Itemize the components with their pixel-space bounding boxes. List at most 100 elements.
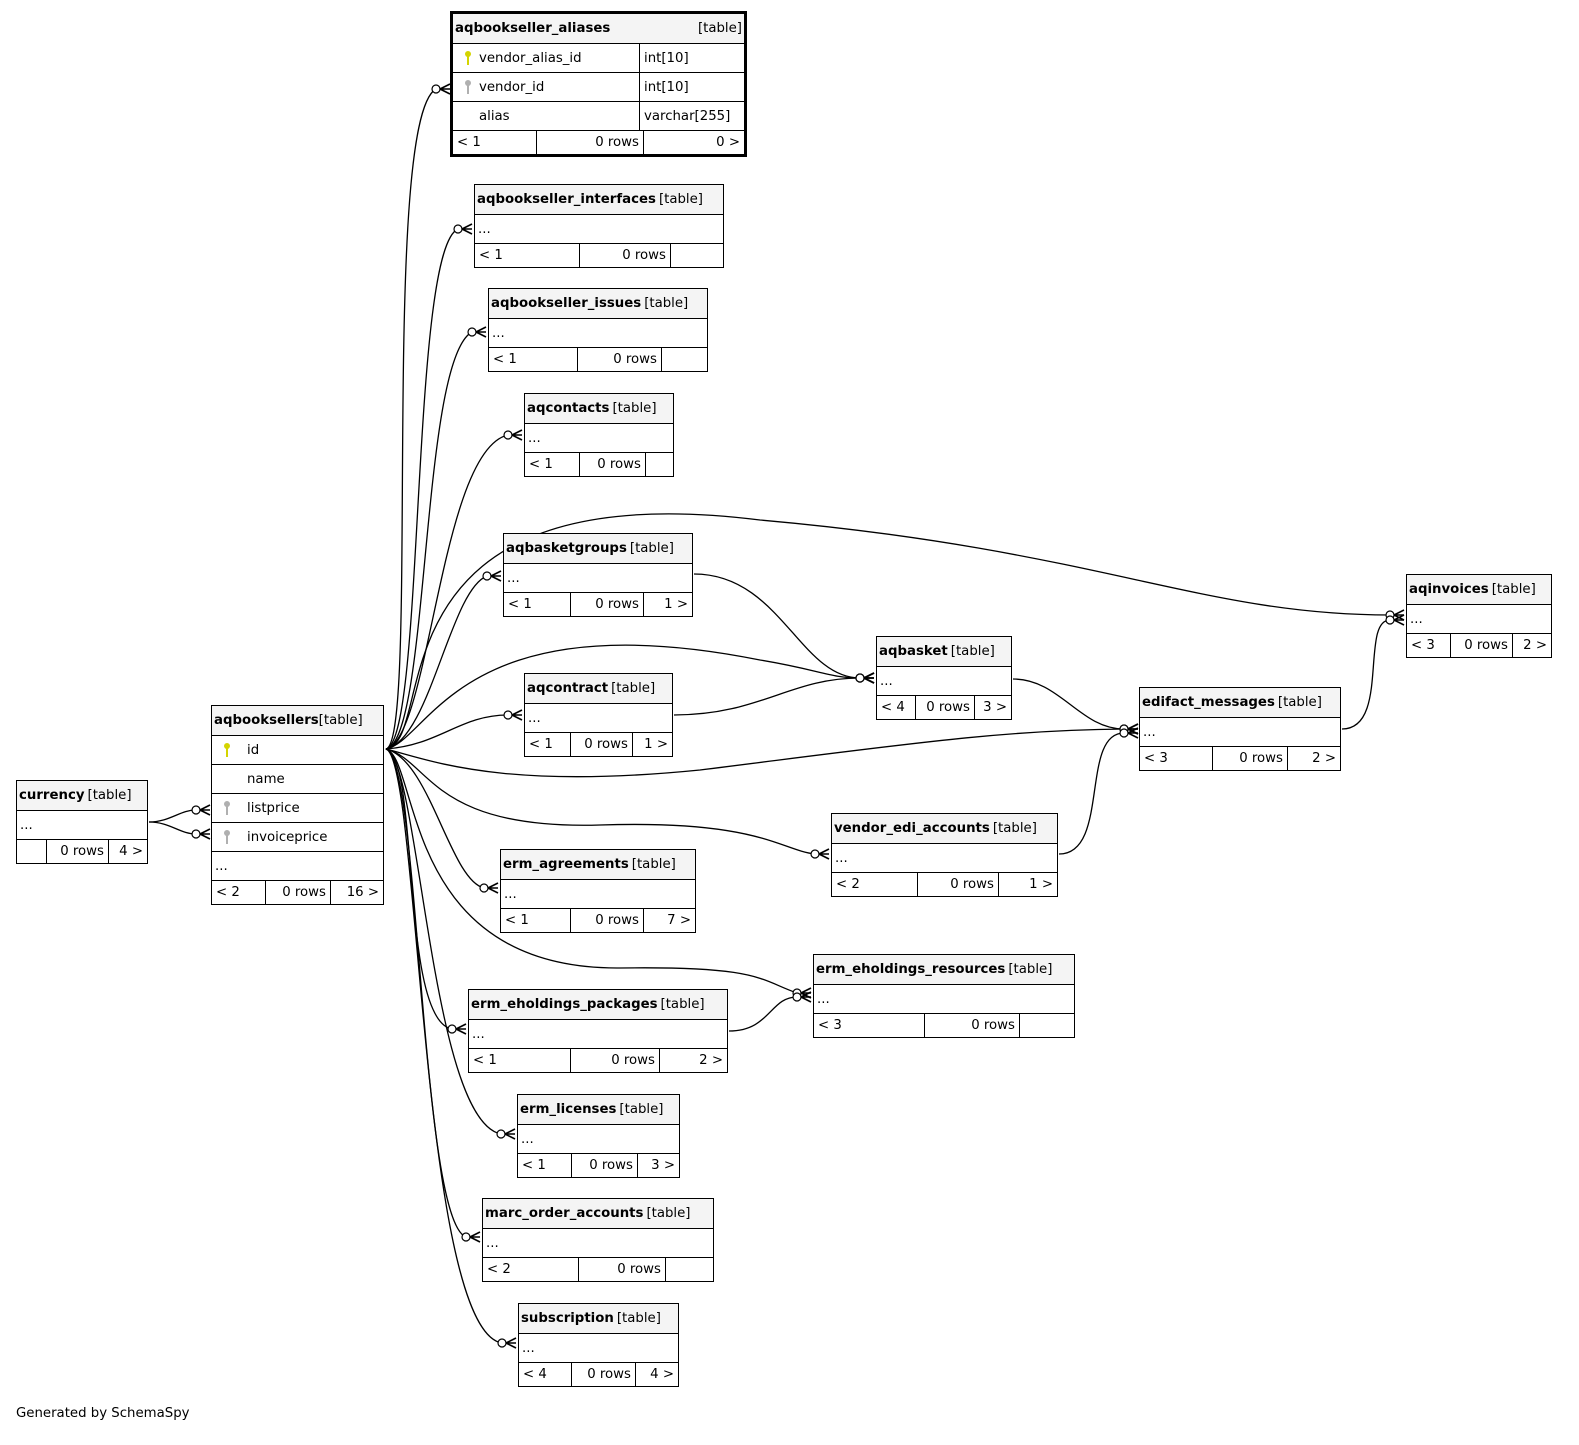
column-name: listprice	[247, 800, 300, 816]
table-name[interactable]: erm_eholdings_resources	[816, 962, 1006, 977]
table-name[interactable]: vendor_edi_accounts	[834, 821, 990, 836]
children-link[interactable]: 3 >	[651, 1158, 675, 1173]
table-name[interactable]: erm_eholdings_packages	[471, 997, 658, 1012]
children-link[interactable]: 1 >	[644, 737, 668, 752]
children-link[interactable]: 2 >	[1312, 751, 1336, 766]
crows-foot-many-icon	[1127, 723, 1139, 735]
table-name[interactable]: currency	[19, 788, 85, 803]
table-name[interactable]: erm_agreements	[503, 857, 629, 872]
table-kind: [table]	[646, 1206, 691, 1221]
children-link[interactable]: 4 >	[650, 1367, 674, 1382]
table-name[interactable]: aqbasketgroups	[506, 541, 627, 556]
optional-cardinality-icon	[191, 805, 201, 815]
table-name[interactable]: aqbooksellers	[214, 713, 319, 728]
children-link[interactable]: 4 >	[119, 844, 143, 859]
parents-link[interactable]: < 3	[1411, 638, 1435, 653]
children-link[interactable]	[1020, 1014, 1074, 1037]
table-name[interactable]: erm_licenses	[520, 1102, 617, 1117]
row-count: 0 rows	[536, 131, 644, 154]
parents-link[interactable]: < 1	[493, 352, 517, 367]
children-link[interactable]: 2 >	[1523, 638, 1547, 653]
children-link[interactable]	[646, 453, 673, 476]
table-header: aqcontacts[table]	[525, 394, 673, 424]
optional-cardinality-icon	[496, 1129, 506, 1139]
parents-link[interactable]: < 1	[479, 248, 503, 263]
parents-link[interactable]: < 2	[487, 1262, 511, 1277]
parents-link[interactable]: < 1	[529, 737, 553, 752]
parents-link[interactable]: < 3	[1144, 751, 1168, 766]
parents-link[interactable]: < 1	[529, 457, 553, 472]
parents-link[interactable]: < 1	[473, 1053, 497, 1068]
children-link[interactable]	[671, 244, 723, 267]
table-name[interactable]: aqinvoices	[1409, 582, 1489, 597]
relationship-aqbooksellers-to-aqbookseller-aliases	[385, 88, 437, 750]
parents-link[interactable]: < 3	[818, 1018, 842, 1033]
parents-link[interactable]	[17, 840, 46, 863]
children-link[interactable]: 1 >	[664, 597, 688, 612]
table-kind: [table]	[697, 21, 742, 36]
relationship-currency-to-aqbooksellers	[148, 821, 197, 835]
row-count: 0 rows	[1212, 747, 1288, 770]
table-header: aqbookseller_interfaces[table]	[475, 185, 723, 215]
children-link[interactable]: 0 >	[716, 135, 740, 150]
row-count: 0 rows	[1450, 634, 1513, 657]
table-header: aqbasketgroups[table]	[504, 534, 692, 564]
table-name[interactable]: edifact_messages	[1142, 695, 1275, 710]
children-link[interactable]: 2 >	[699, 1053, 723, 1068]
parents-link[interactable]: < 2	[216, 885, 240, 900]
optional-cardinality-icon	[792, 988, 802, 998]
table-name[interactable]: aqbookseller_issues	[491, 296, 642, 311]
more-columns-ellipsis: ...	[877, 667, 1011, 696]
column-name: invoiceprice	[247, 829, 328, 845]
children-link[interactable]: 16 >	[346, 885, 379, 900]
parents-link[interactable]: < 1	[457, 135, 481, 150]
table-aqbooksellers[interactable]: aqbooksellers [table] id name listprice …	[211, 705, 384, 905]
table-name[interactable]: aqcontacts	[527, 401, 610, 416]
table-name[interactable]: aqbasket	[879, 644, 948, 659]
parents-link[interactable]: < 1	[505, 913, 529, 928]
table-name[interactable]: marc_order_accounts	[485, 1206, 644, 1221]
crows-foot-many-icon	[511, 709, 523, 721]
crows-foot-many-icon	[1393, 614, 1405, 626]
children-link[interactable]: 7 >	[667, 913, 691, 928]
children-link[interactable]: 3 >	[983, 700, 1007, 715]
children-link[interactable]	[662, 348, 707, 371]
parents-link[interactable]: < 1	[522, 1158, 546, 1173]
parents-link[interactable]: < 4	[881, 700, 905, 715]
crows-foot-many-icon	[1127, 727, 1139, 739]
optional-cardinality-icon	[482, 571, 492, 581]
children-link[interactable]: 1 >	[1029, 877, 1053, 892]
table-name[interactable]: subscription	[521, 1311, 614, 1326]
parents-link[interactable]: < 2	[836, 877, 860, 892]
more-columns-ellipsis: ...	[212, 852, 383, 881]
column-row: alias varchar[255]	[453, 102, 744, 131]
table-aqbookseller-aliases[interactable]: aqbookseller_aliases [table] vendor_alia…	[450, 11, 747, 157]
column-row: name	[212, 765, 383, 794]
children-link[interactable]	[666, 1258, 713, 1281]
primary-key-icon	[213, 742, 241, 758]
parents-link[interactable]: < 4	[523, 1367, 547, 1382]
table-name[interactable]: aqbookseller_interfaces	[477, 192, 656, 207]
relationship-aqbasket-to-edifact-messages	[1012, 678, 1125, 730]
table-name[interactable]: aqbookseller_aliases	[455, 21, 611, 36]
table-name[interactable]: aqcontract	[527, 681, 609, 696]
parents-link[interactable]: < 1	[508, 597, 532, 612]
table-header: marc_order_accounts[table]	[483, 1199, 713, 1229]
